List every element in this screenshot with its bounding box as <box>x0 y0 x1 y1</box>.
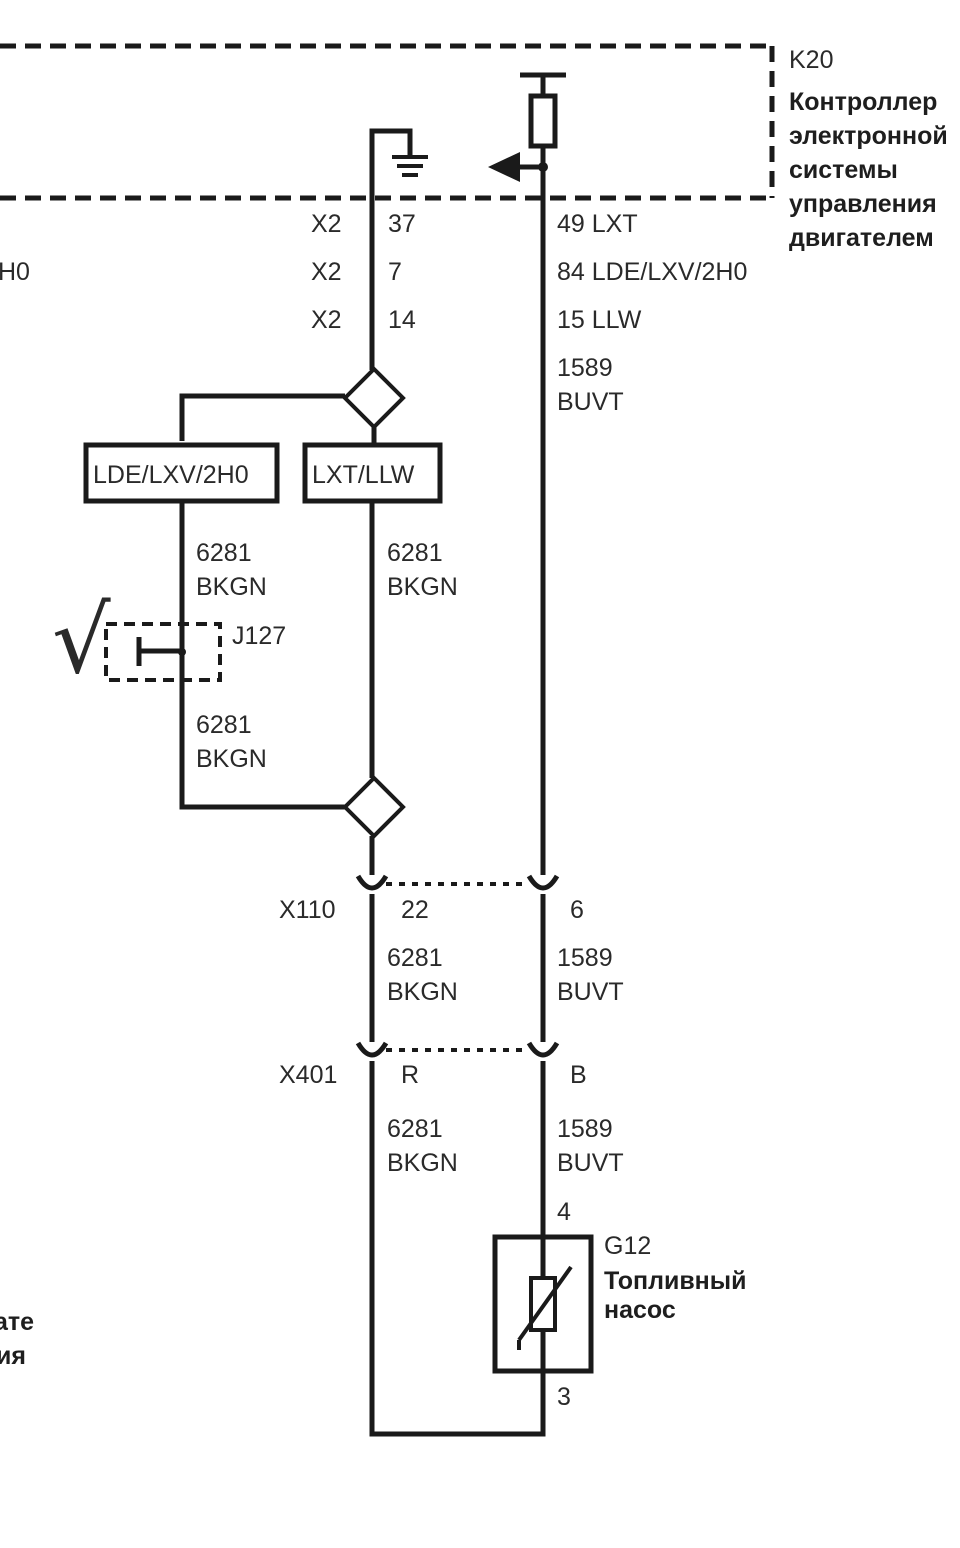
x2-pin-left: 7 <box>388 258 402 286</box>
fuel-pump-name-line-2: насос <box>604 1296 676 1324</box>
option-box-right: LXT/LLW <box>302 442 443 504</box>
x2-pin-left: 37 <box>388 210 416 238</box>
connector-name: X110 <box>279 896 336 924</box>
x2-pin-right: 49 LXT <box>557 210 638 238</box>
option-box-left-label: LDE/LXV/2H0 <box>93 461 249 489</box>
wire-color: BKGN <box>387 573 458 601</box>
x2-pin-right: 15 LLW <box>557 306 642 334</box>
wire-circuit: 1589 <box>557 1115 613 1143</box>
wire-circuit: 6281 <box>196 711 252 739</box>
x2-pin-row-2: X2 7 84 LDE/LXV/2H0 <box>311 258 747 286</box>
connector-x110: X110 22 6 <box>279 882 584 924</box>
wire-circuit: 6281 <box>196 539 252 567</box>
connector-name: X401 <box>279 1061 337 1089</box>
wire-1589-top-label: 1589 BUVT <box>557 354 624 416</box>
wire-1589-main <box>526 167 560 1237</box>
option-box-left: LDE/LXV/2H0 <box>83 442 280 504</box>
partial-left-label-bottom-2: ия <box>0 1342 26 1370</box>
x2-pin-right: 84 LDE/LXV/2H0 <box>557 258 747 286</box>
wire-color: BKGN <box>387 1149 458 1177</box>
wire-6281-left-upper-label: 6281 BKGN <box>196 539 267 601</box>
signal-arrow-icon <box>488 152 520 182</box>
wire-color: BKGN <box>196 745 267 773</box>
fuel-pump-name-line-1: Топливный <box>604 1267 747 1295</box>
fuel-pump-g12: 4 3 G12 Топливный насос <box>492 1198 747 1411</box>
x2-connector-label: X2 <box>311 210 342 238</box>
wire-circuit: 6281 <box>387 944 443 972</box>
x2-pin-row-3: X2 14 15 LLW <box>311 306 642 334</box>
ground-icon <box>369 128 428 370</box>
jumper-ref: J127 <box>232 622 286 650</box>
controller-name-line-4: управления <box>789 190 937 218</box>
wire-1589-x110-label: 1589 BUVT <box>557 944 624 1006</box>
x2-pin-left: 14 <box>388 306 416 334</box>
fuel-pump-pin-bottom: 3 <box>557 1383 571 1411</box>
supply-resistor-icon <box>510 72 566 172</box>
connector-left-pin: 22 <box>401 896 429 924</box>
connector-left-pin: R <box>401 1061 419 1089</box>
wire-color: BKGN <box>387 978 458 1006</box>
option-box-right-label: LXT/LLW <box>312 461 415 489</box>
wire-circuit: 6281 <box>387 539 443 567</box>
controller-ref: K20 <box>789 46 833 74</box>
x2-pin-row-1: X2 37 49 LXT <box>311 210 638 238</box>
wire-6281-left-lower-label: 6281 BKGN <box>196 711 267 773</box>
wire-color: BUVT <box>557 1149 624 1177</box>
controller-k20-boundary <box>0 43 775 201</box>
controller-name-line-1: Контроллер <box>789 88 937 116</box>
controller-name-line-3: системы <box>789 156 898 184</box>
check-mark-icon: √ <box>52 587 111 694</box>
x2-connector-label: X2 <box>311 258 342 286</box>
fuel-pump-pin-top: 4 <box>557 1198 571 1226</box>
connector-right-pin: B <box>570 1061 587 1089</box>
jumper-j127: J127 <box>104 622 286 682</box>
wire-6281-right-upper-label: 6281 BKGN <box>387 539 458 601</box>
variable-resistor-icon <box>517 1265 573 1342</box>
wire-6281-main <box>342 501 546 1437</box>
connector-right-pin: 6 <box>570 896 584 924</box>
wire-6281-x110-label: 6281 BKGN <box>387 944 458 1006</box>
wire-circuit: 1589 <box>557 944 613 972</box>
wire-6281-x401-label: 6281 BKGN <box>387 1115 458 1177</box>
wire-circuit: 6281 <box>387 1115 443 1143</box>
x2-connector-label: X2 <box>311 306 342 334</box>
partial-left-label-top: H0 <box>0 258 30 286</box>
wire-circuit: 1589 <box>557 354 613 382</box>
wire-color: BUVT <box>557 978 624 1006</box>
controller-name-line-5: двигателем <box>789 224 934 252</box>
partial-left-label-bottom-1: ате <box>0 1308 34 1336</box>
connector-x401: X401 R B <box>279 1048 587 1089</box>
splice-top <box>179 366 406 443</box>
fuel-pump-ref: G12 <box>604 1232 651 1260</box>
wire-color: BUVT <box>557 388 624 416</box>
wire-1589-x401-label: 1589 BUVT <box>557 1115 624 1177</box>
controller-k20-label: K20 Контроллер электронной системы управ… <box>789 46 948 252</box>
controller-name-line-2: электронной <box>789 122 948 150</box>
wire-color: BKGN <box>196 573 267 601</box>
